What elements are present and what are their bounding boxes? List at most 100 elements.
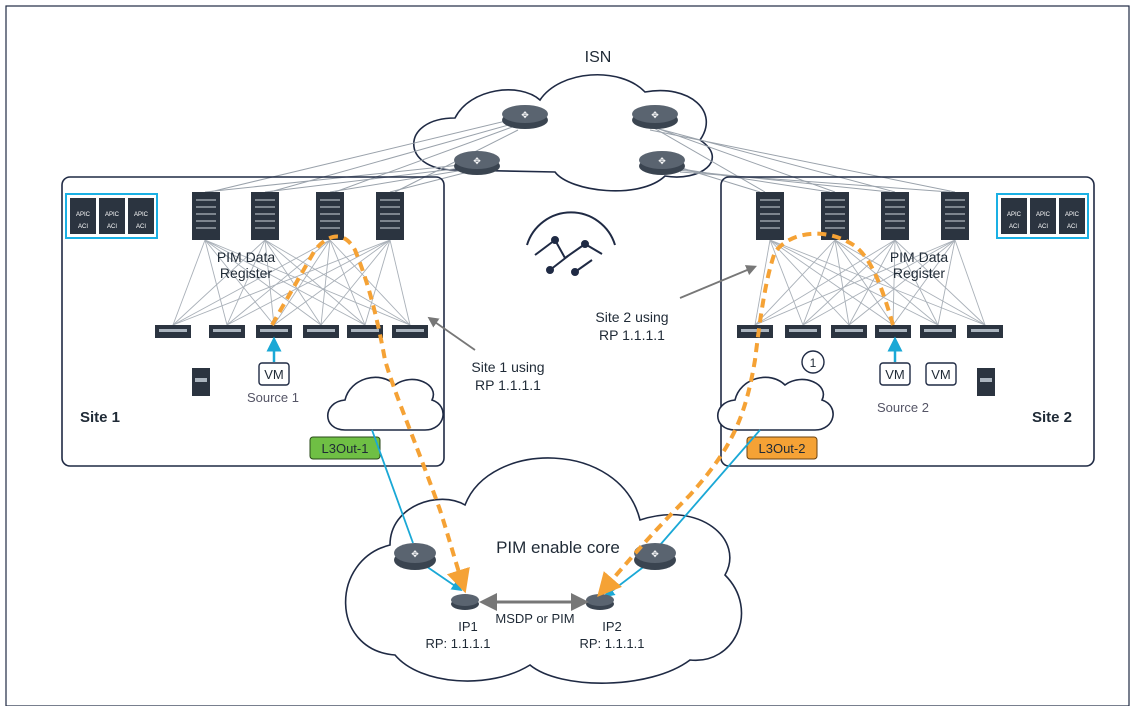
- site1-external-cloud: [327, 376, 444, 431]
- leaf-switch-icon: [303, 325, 339, 338]
- site2-server-icon: [977, 368, 995, 396]
- svg-text:ACI: ACI: [1038, 224, 1048, 230]
- apic-server-icon: APIC ACI: [128, 198, 154, 234]
- svg-text:VM: VM: [264, 367, 284, 382]
- svg-text:ACI: ACI: [78, 224, 88, 230]
- spine-switch-icon: [192, 192, 220, 240]
- spine-switch-icon: [821, 192, 849, 240]
- core-router-1: ✥: [394, 543, 436, 570]
- svg-text:ACI: ACI: [1067, 224, 1077, 230]
- svg-text:✥: ✥: [473, 156, 481, 166]
- svg-text:APIC: APIC: [1036, 212, 1051, 218]
- site2-apic-cluster: APIC ACI APIC ACI APIC ACI: [996, 193, 1089, 239]
- svg-text:L3Out-1: L3Out-1: [322, 441, 369, 456]
- site2-spines: [756, 192, 969, 240]
- site2-name: Site 2: [1032, 409, 1072, 426]
- site1-box: [61, 176, 445, 467]
- leaf-switch-icon: [392, 325, 428, 338]
- site2-leaves: [737, 325, 1003, 338]
- svg-text:VM: VM: [885, 367, 905, 382]
- ip1-rp-label: RP: 1.1.1.1: [425, 636, 490, 651]
- spine-switch-icon: [756, 192, 784, 240]
- pim-core-title: PIM enable core: [496, 538, 620, 557]
- ip2-router: [586, 594, 614, 610]
- isn-label: ISN: [585, 49, 612, 66]
- svg-text:✥: ✥: [411, 549, 419, 559]
- site2-fabric-links: [754, 239, 986, 326]
- svg-text:✥: ✥: [521, 110, 529, 120]
- ip2-label: IP2: [602, 619, 622, 634]
- site1-name: Site 1: [80, 409, 120, 426]
- leaf-switch-icon: [155, 325, 191, 338]
- site1-spines: [192, 192, 404, 240]
- site1-rp-pointer: [427, 316, 476, 351]
- svg-text:✥: ✥: [651, 549, 659, 559]
- svg-text:✥: ✥: [651, 110, 659, 120]
- apic-server-icon: APIC ACI: [1001, 198, 1027, 234]
- leaf-switch-icon: [920, 325, 956, 338]
- svg-text:VM: VM: [931, 367, 951, 382]
- leaf-switch-icon: [209, 325, 245, 338]
- l3out-1-badge: L3Out-1: [309, 436, 381, 460]
- site1-vm: VM: [258, 362, 290, 386]
- site2-box: [720, 176, 1095, 467]
- isn-router-4: ✥: [639, 151, 685, 175]
- site2-external-cloud: [717, 376, 834, 431]
- site1-server-icon: [192, 368, 210, 396]
- step-1-marker: 1: [801, 350, 825, 374]
- msdp-label: MSDP or PIM: [495, 611, 574, 626]
- l3out-2-badge: L3Out-2: [746, 436, 818, 460]
- l3out2-core-link: [659, 429, 761, 546]
- leaf-switch-icon: [967, 325, 1003, 338]
- isn-router-3: ✥: [454, 151, 500, 175]
- svg-text:APIC: APIC: [1065, 212, 1080, 218]
- svg-text:APIC: APIC: [105, 212, 120, 218]
- leaf-switch-icon: [347, 325, 383, 338]
- core-router-2: ✥: [634, 543, 676, 570]
- svg-text:APIC: APIC: [134, 212, 149, 218]
- site2-vm-1: VM: [879, 362, 911, 386]
- ip1-router: [451, 594, 479, 610]
- isn-router-1: ✥: [502, 105, 548, 129]
- leaf-switch-icon: [831, 325, 867, 338]
- isn-spine-links: [204, 119, 956, 193]
- svg-text:APIC: APIC: [1007, 212, 1022, 218]
- leaf-switch-icon: [256, 325, 292, 338]
- isn-router-2: ✥: [632, 105, 678, 129]
- site2-register-flow: [597, 231, 895, 598]
- site2-source-label: Source 2: [877, 400, 929, 415]
- leaf-switch-icon: [737, 325, 773, 338]
- apic-server-icon: APIC ACI: [70, 198, 96, 234]
- leaf-switch-icon: [875, 325, 911, 338]
- site2-vm-2: VM: [925, 362, 957, 386]
- site1-source-label: Source 1: [247, 390, 299, 405]
- leaf-switch-icon: [785, 325, 821, 338]
- ip1-label: IP1: [458, 619, 478, 634]
- spine-switch-icon: [316, 192, 344, 240]
- svg-text:ACI: ACI: [136, 224, 146, 230]
- site1-apic-cluster: APIC ACI APIC ACI APIC ACI: [65, 193, 158, 239]
- site1-leaves: [155, 325, 428, 338]
- orchestrator-icon: [526, 211, 616, 276]
- svg-text:APIC: APIC: [76, 212, 91, 218]
- apic-server-icon: APIC ACI: [1030, 198, 1056, 234]
- site1-register-flow: [270, 234, 470, 594]
- spine-switch-icon: [881, 192, 909, 240]
- pim-core-cloud: [344, 457, 743, 684]
- ip2-rp-label: RP: 1.1.1.1: [579, 636, 644, 651]
- l3out1-core-link: [371, 429, 414, 544]
- svg-text:ACI: ACI: [1009, 224, 1019, 230]
- site1-fabric-links: [172, 239, 411, 326]
- site2-rp-pointer: [679, 265, 757, 299]
- svg-text:ACI: ACI: [107, 224, 117, 230]
- spine-switch-icon: [251, 192, 279, 240]
- apic-server-icon: APIC ACI: [99, 198, 125, 234]
- spine-switch-icon: [376, 192, 404, 240]
- svg-text:1: 1: [810, 356, 817, 370]
- apic-server-icon: APIC ACI: [1059, 198, 1085, 234]
